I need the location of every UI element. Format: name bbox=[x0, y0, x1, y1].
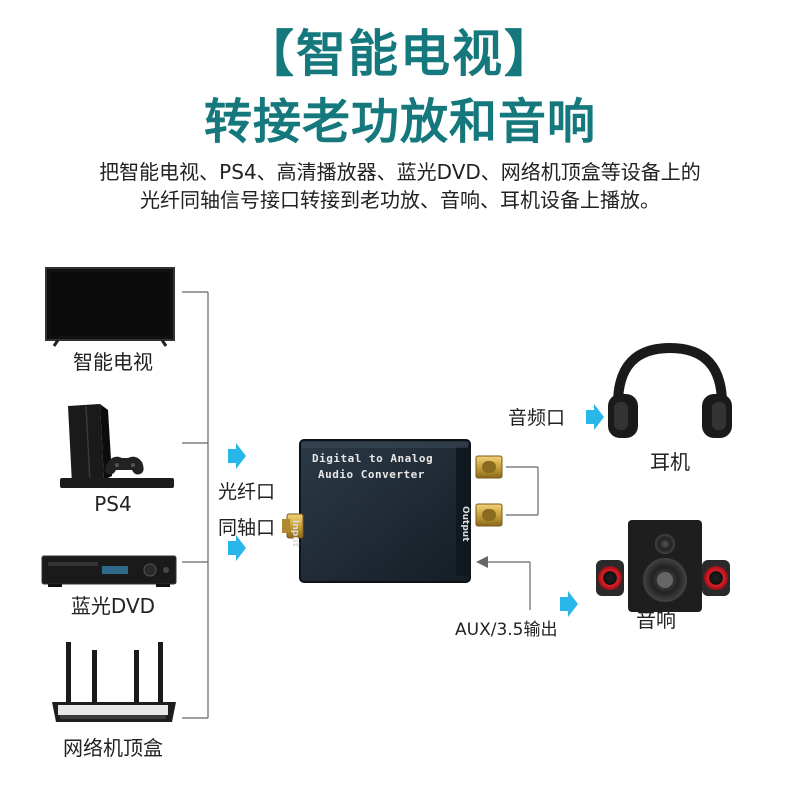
converter-input-label: Input bbox=[290, 520, 300, 547]
page-title: 【智能电视】 bbox=[244, 25, 556, 83]
converter-output-label: Output bbox=[460, 506, 470, 542]
output-bracket bbox=[506, 466, 539, 516]
coaxial-port-label: 同轴口 bbox=[218, 517, 276, 539]
tv-icon bbox=[45, 267, 175, 347]
input-arrows bbox=[228, 443, 246, 561]
router-icon bbox=[52, 642, 176, 722]
source-label-dvd: 蓝光DVD bbox=[70, 594, 156, 618]
source-bracket bbox=[182, 291, 209, 719]
optical-port-label: 光纤口 bbox=[218, 481, 276, 503]
converter-box bbox=[299, 439, 471, 583]
description-line-2: 光纤同轴信号接口转接到老功放、音响、耳机设备上播放。 bbox=[140, 188, 660, 212]
converter-text-line2: Audio Converter bbox=[318, 468, 425, 481]
source-label-settop: 网络机顶盒 bbox=[63, 736, 163, 760]
description-line-1: 把智能电视、PS4、高清播放器、蓝光DVD、网络机顶盒等设备上的 bbox=[99, 160, 701, 184]
input-connector-icon bbox=[282, 513, 304, 539]
output-connector-icon bbox=[475, 455, 503, 527]
aux-output-label: AUX/3.5输出 bbox=[455, 620, 558, 640]
converter-text-line1: Digital to Analog bbox=[312, 452, 434, 465]
source-label-tv: 智能电视 bbox=[73, 350, 153, 374]
ps4-icon bbox=[60, 404, 174, 488]
dvd-player-icon bbox=[41, 555, 177, 587]
aux-arrowhead-icon bbox=[476, 556, 488, 568]
headphones-icon bbox=[608, 342, 732, 438]
page-subtitle: 转接老功放和音响 bbox=[203, 94, 596, 150]
headphone-label: 耳机 bbox=[650, 450, 690, 474]
audio-port-label: 音频口 bbox=[508, 407, 566, 429]
aux-connection-line bbox=[486, 561, 531, 610]
speaker-label: 音响 bbox=[636, 608, 676, 632]
source-label-ps4: PS4 bbox=[94, 492, 132, 516]
speakers-icon bbox=[596, 520, 730, 612]
output-arrows bbox=[560, 404, 604, 617]
